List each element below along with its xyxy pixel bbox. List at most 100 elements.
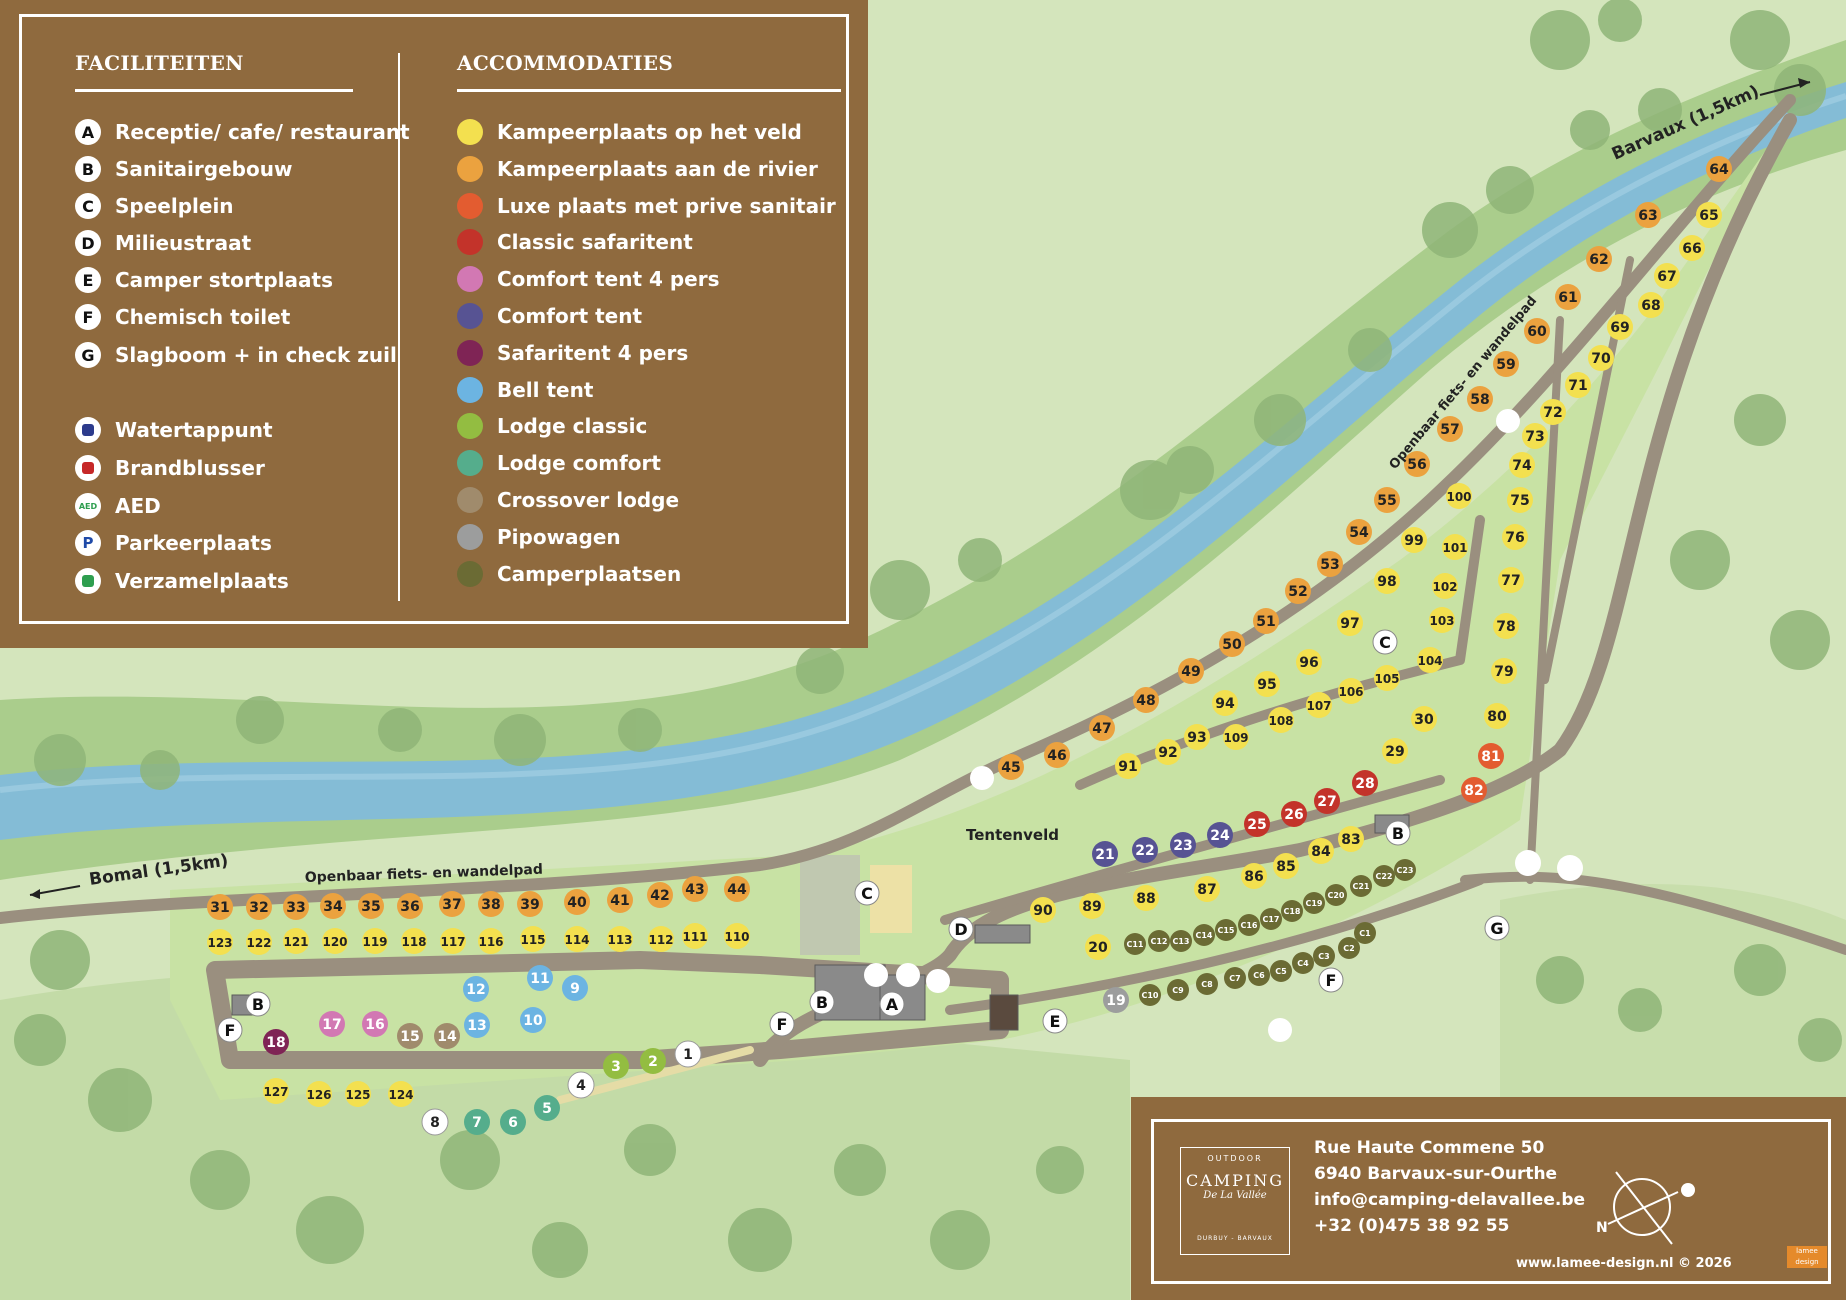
pitch-marker-c22[interactable]: C22 — [1373, 865, 1395, 887]
pitch-marker-43[interactable]: 43 — [682, 876, 708, 902]
pitch-marker-62[interactable]: 62 — [1586, 246, 1612, 272]
pitch-marker-111[interactable]: 111 — [682, 923, 708, 949]
pitch-marker-106[interactable]: 106 — [1338, 678, 1364, 704]
facility-marker-c[interactable]: C — [854, 880, 880, 906]
pitch-marker-93[interactable]: 93 — [1184, 724, 1210, 750]
pitch-marker-85[interactable]: 85 — [1273, 853, 1299, 879]
pitch-marker-c21[interactable]: C21 — [1350, 875, 1372, 897]
pitch-marker-70[interactable]: 70 — [1588, 345, 1614, 371]
pitch-marker-44[interactable]: 44 — [724, 876, 750, 902]
pitch-marker-25[interactable]: 25 — [1244, 811, 1270, 837]
facility-marker-c[interactable]: C — [1372, 629, 1398, 655]
pitch-marker-110[interactable]: 110 — [724, 923, 750, 949]
pitch-marker-113[interactable]: 113 — [607, 926, 633, 952]
pitch-marker-126[interactable]: 126 — [306, 1081, 332, 1107]
pitch-marker-20[interactable]: 20 — [1085, 934, 1111, 960]
pitch-marker-117[interactable]: 117 — [440, 928, 466, 954]
pitch-marker-c2[interactable]: C2 — [1338, 937, 1360, 959]
pitch-marker-27[interactable]: 27 — [1314, 788, 1340, 814]
pitch-marker-94[interactable]: 94 — [1212, 690, 1238, 716]
pitch-marker-79[interactable]: 79 — [1491, 658, 1517, 684]
pitch-marker-74[interactable]: 74 — [1509, 452, 1535, 478]
pitch-marker-c9[interactable]: C9 — [1167, 979, 1189, 1001]
pitch-marker-47[interactable]: 47 — [1089, 715, 1115, 741]
pitch-marker-84[interactable]: 84 — [1308, 838, 1334, 864]
pitch-marker-c1[interactable]: C1 — [1354, 922, 1376, 944]
pitch-marker-91[interactable]: 91 — [1115, 753, 1141, 779]
pitch-marker-39[interactable]: 39 — [517, 891, 543, 917]
pitch-marker-15[interactable]: 15 — [397, 1023, 423, 1049]
pitch-marker-89[interactable]: 89 — [1079, 893, 1105, 919]
pitch-marker-46[interactable]: 46 — [1044, 742, 1070, 768]
pitch-marker-c5[interactable]: C5 — [1270, 960, 1292, 982]
pitch-marker-8[interactable]: 8 — [421, 1108, 449, 1136]
pitch-marker-107[interactable]: 107 — [1306, 692, 1332, 718]
pitch-marker-118[interactable]: 118 — [401, 928, 427, 954]
pitch-marker-58[interactable]: 58 — [1467, 386, 1493, 412]
pitch-marker-104[interactable]: 104 — [1417, 647, 1443, 673]
pitch-marker-114[interactable]: 114 — [564, 926, 590, 952]
pitch-marker-101[interactable]: 101 — [1442, 534, 1468, 560]
facility-marker-f[interactable]: F — [217, 1017, 243, 1043]
pitch-marker-68[interactable]: 68 — [1638, 292, 1664, 318]
facility-marker-b[interactable]: B — [809, 989, 835, 1015]
pitch-marker-76[interactable]: 76 — [1502, 524, 1528, 550]
pitch-marker-78[interactable]: 78 — [1493, 613, 1519, 639]
pitch-marker-125[interactable]: 125 — [345, 1081, 371, 1107]
pitch-marker-37[interactable]: 37 — [439, 891, 465, 917]
pitch-marker-c13[interactable]: C13 — [1170, 930, 1192, 952]
designer-credit[interactable]: www.lamee-design.nl © 2026 — [1516, 1256, 1732, 1271]
pitch-marker-1[interactable]: 1 — [674, 1040, 702, 1068]
pitch-marker-96[interactable]: 96 — [1296, 649, 1322, 675]
pitch-marker-c12[interactable]: C12 — [1148, 930, 1170, 952]
pitch-marker-21[interactable]: 21 — [1092, 841, 1118, 867]
facility-marker-b[interactable]: B — [1385, 820, 1411, 846]
pitch-marker-41[interactable]: 41 — [607, 887, 633, 913]
pitch-marker-72[interactable]: 72 — [1540, 399, 1566, 425]
pitch-marker-48[interactable]: 48 — [1133, 687, 1159, 713]
pitch-marker-99[interactable]: 99 — [1401, 527, 1427, 553]
pitch-marker-69[interactable]: 69 — [1607, 314, 1633, 340]
pitch-marker-112[interactable]: 112 — [648, 926, 674, 952]
facility-marker-a[interactable]: A — [879, 991, 905, 1017]
pitch-marker-29[interactable]: 29 — [1382, 738, 1408, 764]
pitch-marker-53[interactable]: 53 — [1317, 551, 1343, 577]
pitch-marker-c23[interactable]: C23 — [1394, 859, 1416, 881]
pitch-marker-22[interactable]: 22 — [1132, 837, 1158, 863]
pitch-marker-c19[interactable]: C19 — [1303, 892, 1325, 914]
pitch-marker-54[interactable]: 54 — [1346, 519, 1372, 545]
pitch-marker-c11[interactable]: C11 — [1124, 933, 1146, 955]
pitch-marker-31[interactable]: 31 — [207, 894, 233, 920]
pitch-marker-64[interactable]: 64 — [1706, 156, 1732, 182]
pitch-marker-59[interactable]: 59 — [1493, 351, 1519, 377]
pitch-marker-98[interactable]: 98 — [1374, 568, 1400, 594]
facility-marker-f[interactable]: F — [1318, 967, 1344, 993]
pitch-marker-17[interactable]: 17 — [319, 1011, 345, 1037]
pitch-marker-124[interactable]: 124 — [388, 1081, 414, 1107]
pitch-marker-120[interactable]: 120 — [322, 928, 348, 954]
pitch-marker-55[interactable]: 55 — [1374, 487, 1400, 513]
pitch-marker-56[interactable]: 56 — [1404, 451, 1430, 477]
pitch-marker-66[interactable]: 66 — [1679, 235, 1705, 261]
pitch-marker-90[interactable]: 90 — [1030, 897, 1056, 923]
facility-marker-d[interactable]: D — [948, 916, 974, 942]
pitch-marker-105[interactable]: 105 — [1374, 665, 1400, 691]
pitch-marker-81[interactable]: 81 — [1478, 743, 1504, 769]
pitch-marker-23[interactable]: 23 — [1170, 832, 1196, 858]
pitch-marker-c3[interactable]: C3 — [1313, 945, 1335, 967]
pitch-marker-88[interactable]: 88 — [1133, 885, 1159, 911]
pitch-marker-100[interactable]: 100 — [1446, 483, 1472, 509]
pitch-marker-108[interactable]: 108 — [1268, 707, 1294, 733]
pitch-marker-49[interactable]: 49 — [1178, 658, 1204, 684]
pitch-marker-40[interactable]: 40 — [564, 889, 590, 915]
pitch-marker-52[interactable]: 52 — [1285, 578, 1311, 604]
pitch-marker-97[interactable]: 97 — [1337, 610, 1363, 636]
pitch-marker-10[interactable]: 10 — [520, 1007, 546, 1033]
pitch-marker-102[interactable]: 102 — [1432, 573, 1458, 599]
pitch-marker-127[interactable]: 127 — [263, 1078, 289, 1104]
pitch-marker-c16[interactable]: C16 — [1238, 914, 1260, 936]
facility-marker-e[interactable]: E — [1042, 1008, 1068, 1034]
facility-marker-f[interactable]: F — [769, 1011, 795, 1037]
pitch-marker-95[interactable]: 95 — [1254, 671, 1280, 697]
pitch-marker-67[interactable]: 67 — [1654, 263, 1680, 289]
